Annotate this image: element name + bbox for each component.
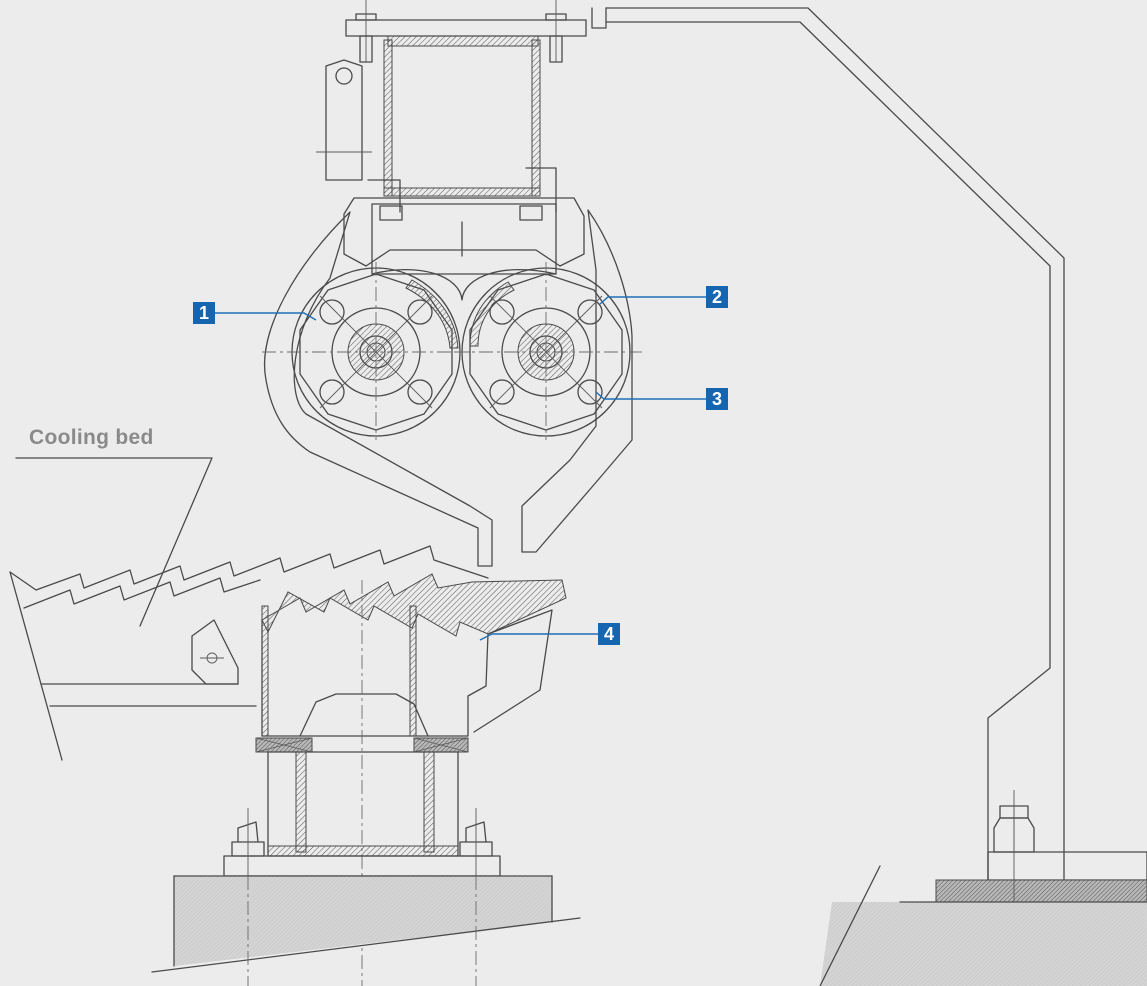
foundation-right	[820, 902, 1147, 986]
callout-leaders	[215, 296, 706, 641]
cooling-bed	[9, 457, 489, 761]
support-frame	[591, 7, 1147, 986]
gripper-housing	[264, 197, 633, 567]
callout-4: 4	[598, 623, 620, 645]
roll-left	[262, 262, 470, 440]
callout-1: 1	[193, 302, 215, 324]
roll-right	[454, 262, 642, 440]
top-mount	[316, 0, 587, 257]
foundation-left	[151, 875, 581, 986]
cooling-bed-label: Cooling bed	[29, 426, 154, 449]
callout-2: 2	[706, 286, 728, 308]
transfer-grid	[223, 573, 567, 986]
callout-3: 3	[706, 388, 728, 410]
